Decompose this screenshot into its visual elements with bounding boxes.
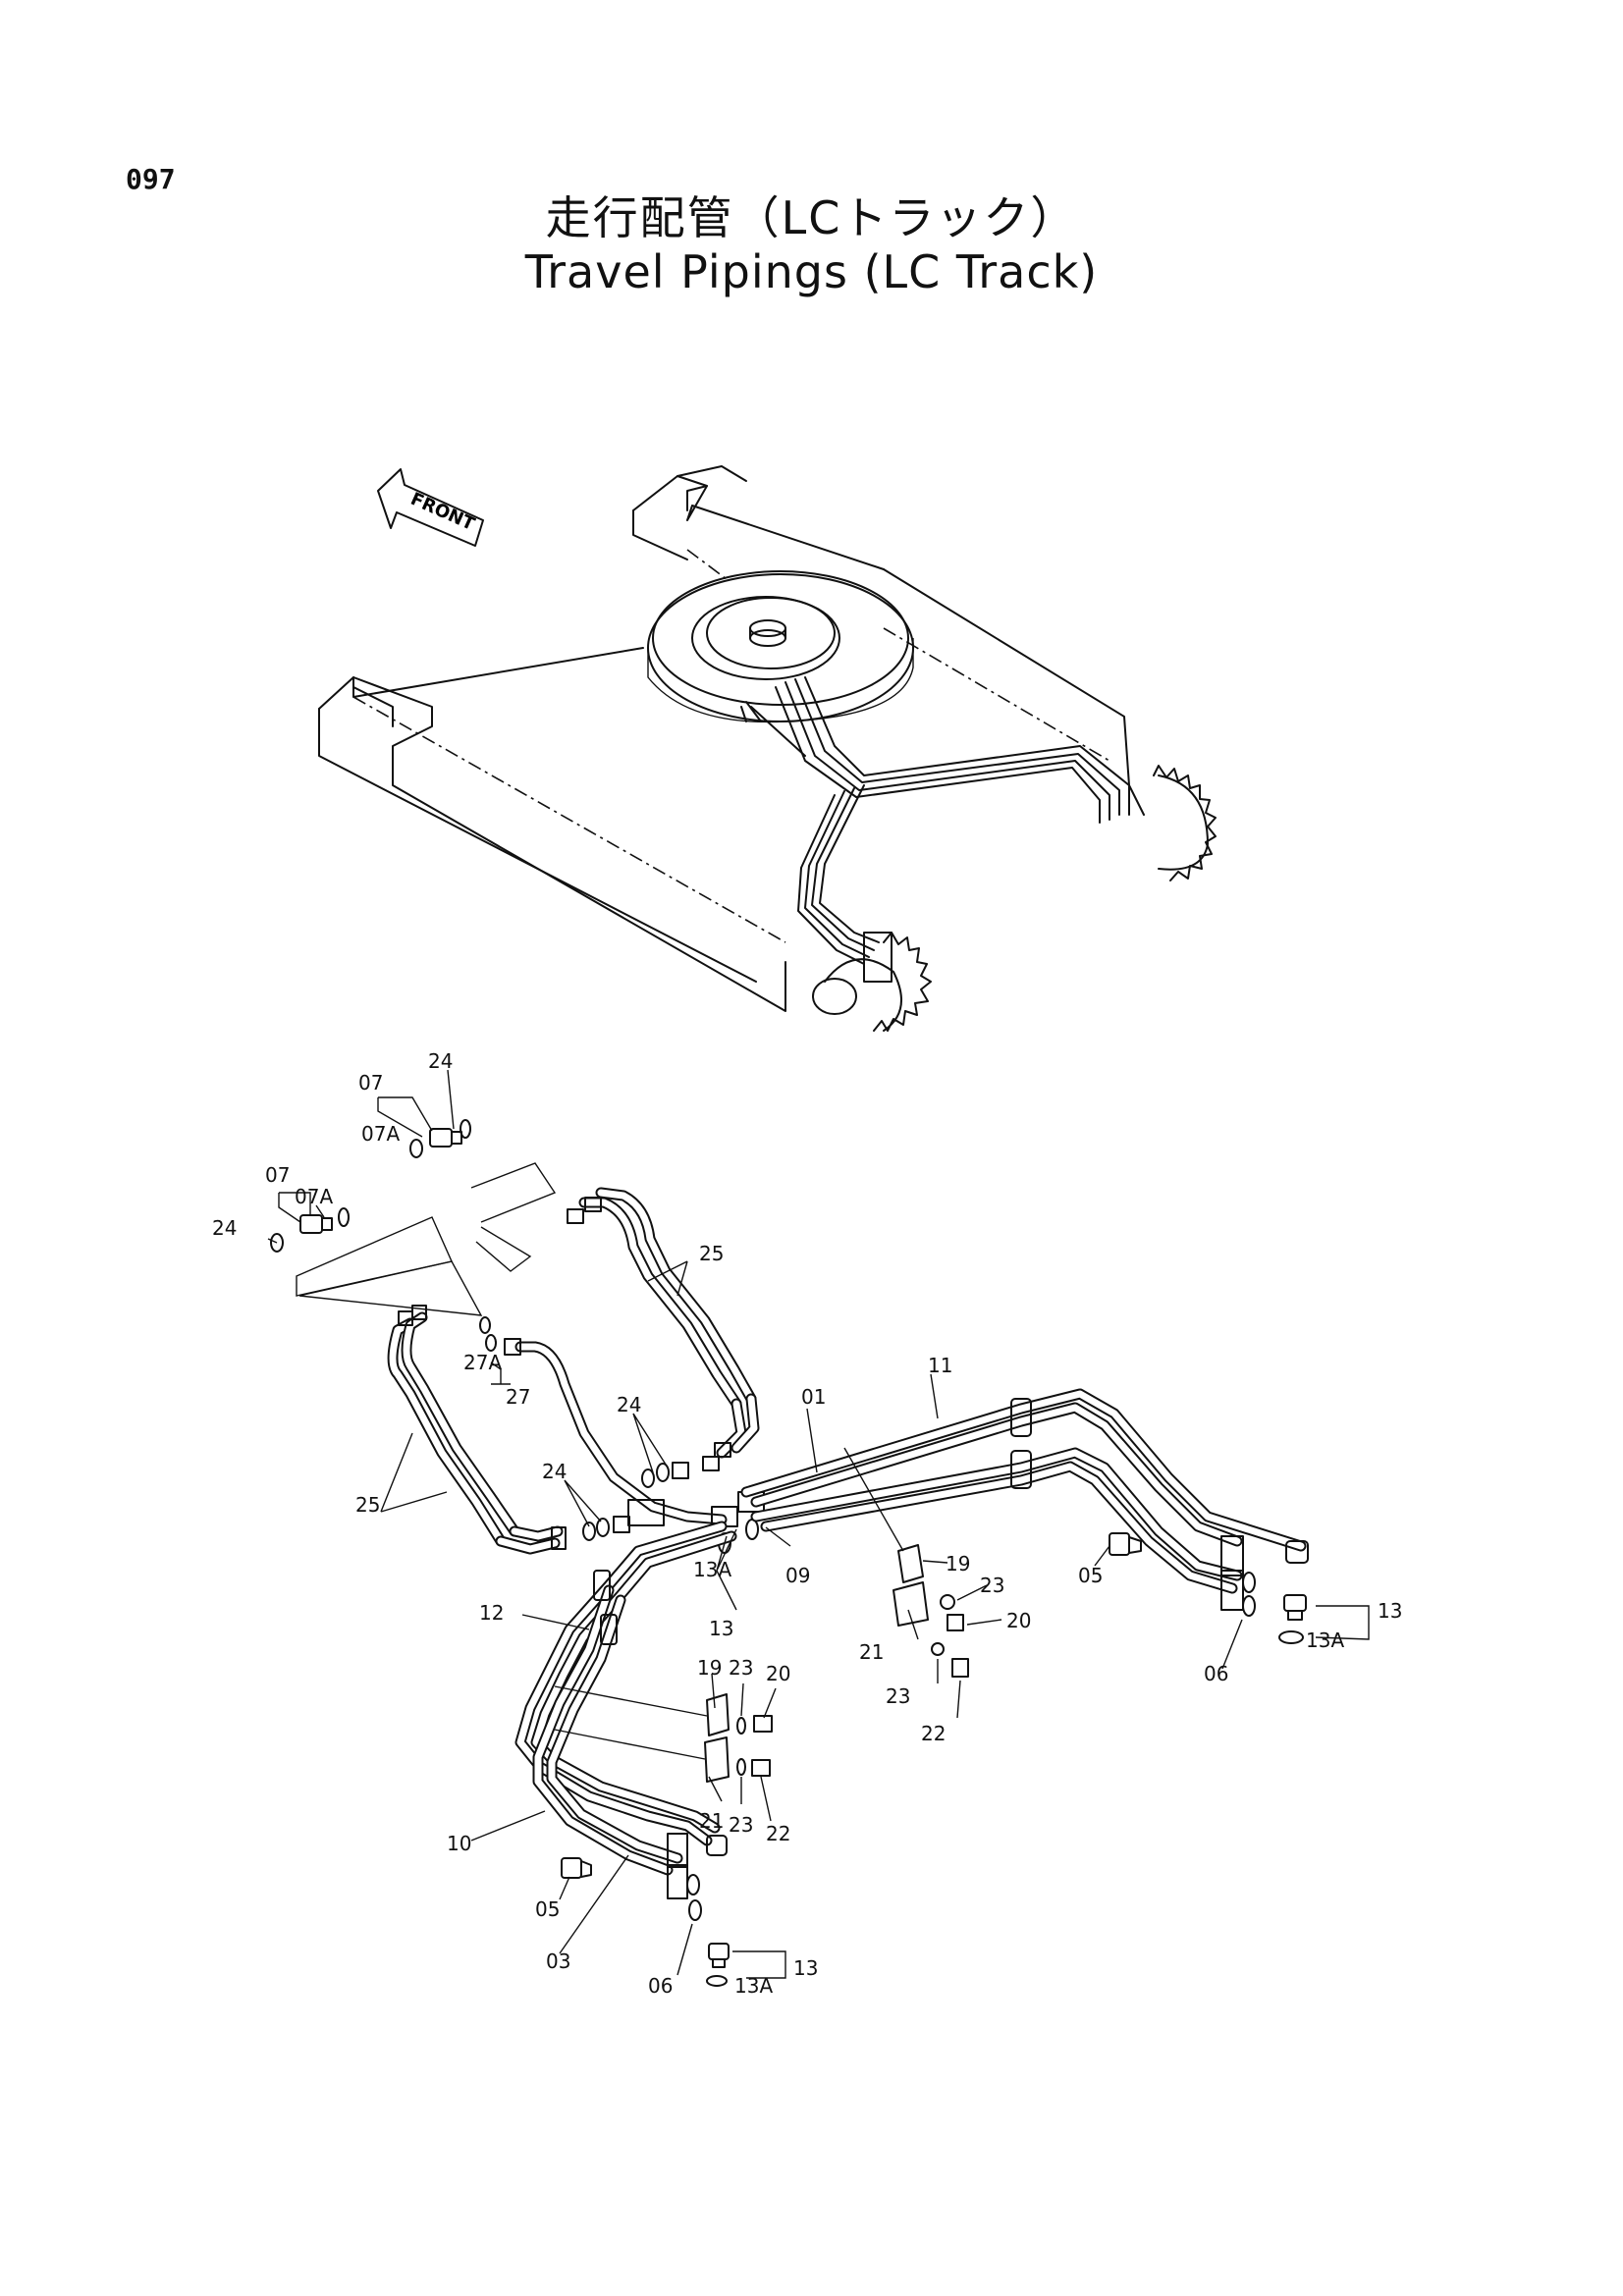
clamp-19-21-lower (554, 1685, 773, 1783)
callout-10: 10 (447, 1832, 471, 1855)
callout-22: 22 (766, 1822, 790, 1845)
callout-24: 24 (617, 1393, 641, 1416)
pipes-01-09-11 (740, 1388, 1309, 1617)
detail-frame-lines (296, 1162, 557, 1316)
callout-20: 20 (1006, 1609, 1031, 1632)
callout-13a: 13A (734, 1974, 773, 1998)
bolt-05-left (561, 1857, 592, 1879)
pipes-10-12-03 (514, 1521, 737, 1921)
callout-09: 09 (785, 1564, 810, 1587)
bolt-05-right (1109, 1532, 1142, 1556)
callout-21: 21 (859, 1640, 884, 1664)
callout-27: 27 (506, 1385, 530, 1409)
callout-12: 12 (479, 1601, 504, 1625)
adapter-07-left (270, 1207, 350, 1253)
page-title-japanese: 走行配管（LCトラック） (545, 191, 1078, 244)
callout-11: 11 (928, 1354, 952, 1377)
page-title-english: Travel Pipings (LC Track) (524, 245, 1099, 298)
callout-06: 06 (1204, 1662, 1228, 1685)
callout-06: 06 (648, 1974, 673, 1998)
clamp-19-21-upper (843, 1447, 969, 1678)
fitting-13-right (1278, 1594, 1307, 1644)
callout-27a: 27A (463, 1351, 502, 1374)
callout-21: 21 (699, 1809, 724, 1833)
callout-07a: 07A (361, 1122, 400, 1146)
callout-22: 22 (921, 1722, 946, 1745)
page-number: 097 (126, 163, 176, 195)
callout-labels: 24 07 07A 07 07A 24 25 25 27A 27 24 24 0… (212, 1049, 1402, 1998)
adapter-07-right (409, 1119, 471, 1158)
o-rings-24 (582, 1462, 689, 1541)
callout-23: 23 (729, 1813, 753, 1837)
callout-19: 19 (697, 1656, 722, 1680)
track-frame-illustration (318, 465, 1217, 1032)
callout-13a: 13A (1306, 1629, 1344, 1652)
callout-24: 24 (212, 1216, 237, 1240)
leader-lines (267, 1069, 1370, 1979)
callout-20: 20 (766, 1662, 790, 1685)
front-arrow-icon: FRONT (377, 468, 484, 547)
callout-05: 05 (535, 1897, 560, 1921)
callout-24: 24 (542, 1460, 567, 1483)
callout-03: 03 (546, 1949, 570, 1973)
callout-23: 23 (980, 1574, 1004, 1597)
hose-25-upper (567, 1187, 760, 1471)
callout-07a: 07A (295, 1185, 333, 1208)
callout-24: 24 (428, 1049, 453, 1073)
callout-05: 05 (1078, 1564, 1103, 1587)
callout-01: 01 (801, 1385, 826, 1409)
callout-13: 13 (1378, 1599, 1402, 1623)
callout-13: 13 (793, 1956, 818, 1980)
hose-25-left (387, 1305, 567, 1555)
front-arrow-label: FRONT (407, 489, 478, 535)
callout-07: 07 (358, 1071, 383, 1095)
callout-23: 23 (886, 1684, 910, 1708)
callout-07: 07 (265, 1163, 290, 1187)
callout-19: 19 (946, 1552, 970, 1575)
callout-13a: 13A (693, 1558, 731, 1581)
callout-23: 23 (729, 1656, 753, 1680)
hose-27 (479, 1316, 728, 1525)
callout-13: 13 (709, 1617, 733, 1640)
fitting-13-bottom (706, 1943, 730, 1987)
callout-25: 25 (355, 1493, 380, 1517)
callout-25: 25 (699, 1242, 724, 1265)
